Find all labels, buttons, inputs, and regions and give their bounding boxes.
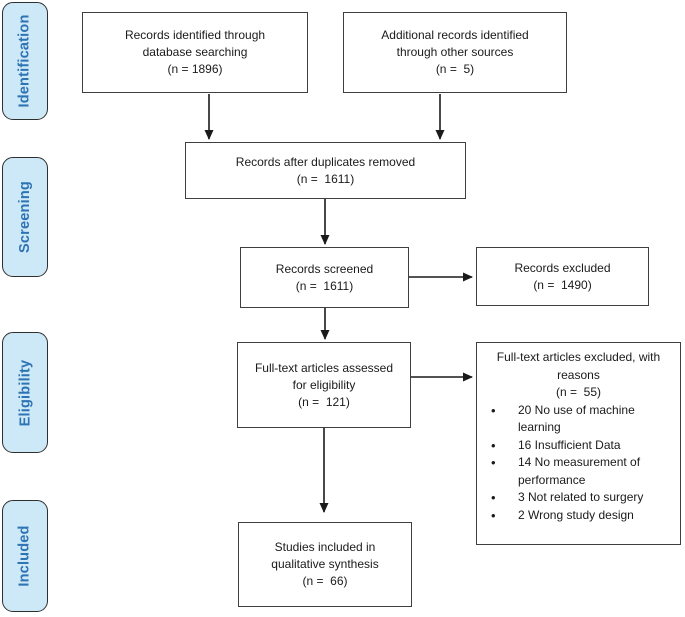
box-text: Additional records identified through ot…	[381, 28, 529, 76]
stage-label-identification: Identification	[2, 2, 48, 120]
box-text: Studies included in qualitative synthesi…	[271, 540, 379, 588]
box-text: Records excluded (n = 1490)	[514, 260, 611, 292]
exclusion-reason: 20 No use of machine learning	[477, 402, 680, 437]
box-text: Records after duplicates removed (n = 16…	[235, 154, 416, 186]
box-text: Records screened (n = 1611)	[275, 261, 374, 293]
stage-label-text: Identification	[17, 14, 33, 108]
stage-label-text: Screening	[17, 181, 34, 253]
box-records-screened: Records screened (n = 1611)	[240, 247, 409, 308]
box-text: Full-text articles excluded, with reason…	[496, 350, 661, 399]
box-studies-included: Studies included in qualitative synthesi…	[238, 522, 412, 607]
box-fulltext-assessed: Full-text articles assessed for eligibil…	[237, 342, 411, 428]
box-text: Full-text articles assessed for eligibil…	[254, 360, 394, 409]
box-duplicates-removed: Records after duplicates removed (n = 16…	[185, 142, 466, 199]
stage-label-included: Included	[2, 500, 48, 612]
exclusion-reason: 2 Wrong study design	[477, 507, 680, 525]
exclusion-reasons-list: 20 No use of machine learning 16 Insuffi…	[477, 402, 680, 525]
box-additional-records: Additional records identified through ot…	[343, 12, 567, 93]
stage-label-text: Eligibility	[17, 359, 33, 426]
box-text: Records identified through database sear…	[124, 28, 266, 76]
exclusion-reason: 14 No measurement of performance	[477, 454, 680, 489]
box-fulltext-excluded: Full-text articles excluded, with reason…	[476, 342, 681, 545]
stage-label-eligibility: Eligibility	[2, 332, 48, 453]
stage-label-screening: Screening	[2, 157, 48, 277]
box-records-identified: Records identified through database sear…	[82, 12, 308, 93]
stage-label-text: Included	[17, 525, 33, 587]
exclusion-reason: 3 Not related to surgery	[477, 489, 680, 507]
exclusion-reason: 16 Insufficient Data	[477, 437, 680, 455]
box-records-excluded: Records excluded (n = 1490)	[476, 247, 649, 306]
